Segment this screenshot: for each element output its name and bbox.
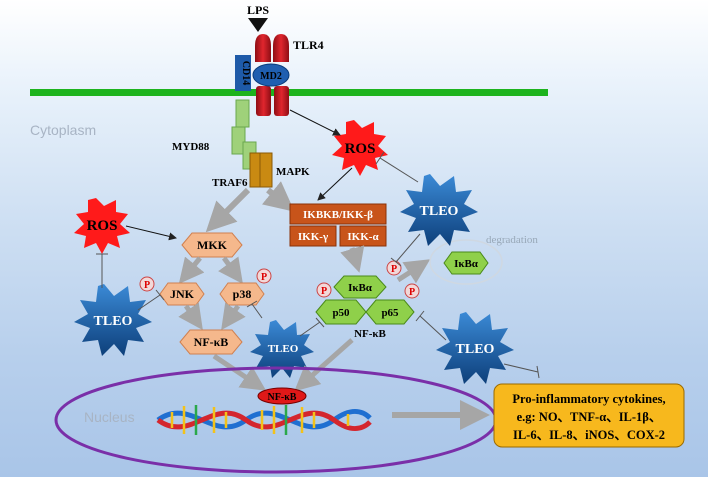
p38-label: p38 — [233, 287, 252, 301]
cd14-protein — [235, 55, 251, 91]
nfkb-label-mapk: NF-κB — [194, 335, 229, 349]
ikbkb-box — [289, 203, 387, 225]
mkk-label: MKK — [197, 238, 228, 252]
degradation-label: degradation — [486, 234, 538, 246]
tleo-starburst-middle — [250, 320, 314, 378]
arrow-ros-ikk — [317, 167, 353, 201]
tleo-label-upper: TLEO — [420, 204, 459, 219]
traf6-label: TRAF6 — [212, 177, 248, 189]
jnk-node — [159, 282, 205, 306]
cytoplasm-label: Cytoplasm — [30, 122, 96, 138]
mapk-label: MAPK — [276, 166, 310, 178]
arrow-to-mkk — [205, 187, 251, 233]
arrow-p38-nfkb — [221, 302, 246, 331]
dna-helix — [156, 405, 372, 435]
arrow-complex-nfkb-nucleus — [294, 338, 354, 392]
arrow-to-ikk — [261, 181, 295, 212]
arrow-jnk-nfkb — [178, 302, 203, 331]
nfkb-nucleus-label: NF-κB — [268, 392, 297, 403]
mapk-protein — [249, 152, 273, 188]
ros-starburst-upper — [332, 120, 388, 176]
cytokine-line3: IL-6、IL-8、iNOS、COX-2 — [513, 428, 665, 442]
phospho-p38 — [256, 268, 272, 284]
phospho-jnk — [139, 276, 155, 292]
phospho-p65-label: P — [409, 287, 415, 298]
cytokine-title: Pro-inflammatory cytokines, — [512, 392, 665, 406]
cytokine-line2: e.g: NO、TNF-α、IL-1β、 — [517, 410, 662, 424]
degradation-circle — [429, 239, 503, 285]
lps-triangle — [248, 18, 268, 32]
phospho-p50 — [316, 282, 332, 298]
ros-starburst-left — [74, 198, 130, 254]
ros-label-upper: ROS — [345, 141, 376, 157]
tleo-starburst-right — [436, 312, 514, 384]
nfkb-nucleus-oval — [257, 387, 307, 405]
arrow-ros-mkk — [125, 225, 177, 241]
tleo-starburst-left — [74, 284, 152, 356]
arrow-tlr4-ros — [289, 109, 341, 136]
myd88-label: MYD88 — [172, 141, 210, 153]
cytokine-box — [493, 383, 685, 448]
ikba-degraded-label: IκBα — [454, 258, 479, 270]
inhibition-lines — [96, 151, 540, 379]
cd14-label: CD14 — [240, 61, 251, 85]
ikk-gamma-box — [289, 225, 337, 247]
phospho-p38-label: P — [261, 272, 267, 283]
ikba-degraded-node — [443, 251, 489, 275]
nucleus-label: Nucleus — [84, 409, 135, 425]
nfkb-node-mapk — [179, 329, 243, 355]
p50-label: p50 — [332, 307, 350, 319]
phospho-p50-label: P — [321, 286, 327, 297]
tleo-label-middle: TLEO — [268, 343, 299, 355]
ikk-alpha-label: IKK-α — [347, 231, 379, 243]
arrow-mkk-jnk — [178, 256, 205, 284]
tleo-starburst-upper — [400, 174, 478, 246]
arrow-mkk-p38 — [218, 256, 243, 285]
phospho-jnk-label: P — [144, 280, 150, 291]
ikba-label: IκBα — [348, 282, 373, 294]
arrow-mapk-nfkb-nucleus — [212, 353, 267, 391]
ikk-gamma-label: IKK-γ — [298, 231, 328, 243]
md2-protein — [252, 63, 290, 87]
phospho-p65 — [404, 283, 420, 299]
jnk-label: JNK — [170, 287, 195, 301]
p65-label: p65 — [381, 307, 399, 319]
tlr4-label: TLR4 — [293, 38, 324, 52]
ikba-node — [333, 275, 387, 299]
phospho-ikba-label: P — [391, 264, 397, 275]
tleo-label-left: TLEO — [94, 314, 133, 329]
p65-node — [365, 299, 415, 325]
nfkb-complex-label: NF-κB — [354, 328, 386, 340]
ikbkb-label: IKBKB/IKK-β — [303, 209, 373, 221]
tleo-label-right: TLEO — [456, 342, 495, 357]
md2-label: MD2 — [260, 71, 282, 82]
lps-label: LPS — [247, 3, 269, 17]
tlr4-receptor — [255, 34, 289, 116]
myd88-protein — [231, 99, 257, 170]
arrow-ikba-degradation — [396, 259, 431, 284]
ros-label-left: ROS — [87, 218, 118, 234]
arrow-ikk-ikba — [340, 245, 365, 273]
